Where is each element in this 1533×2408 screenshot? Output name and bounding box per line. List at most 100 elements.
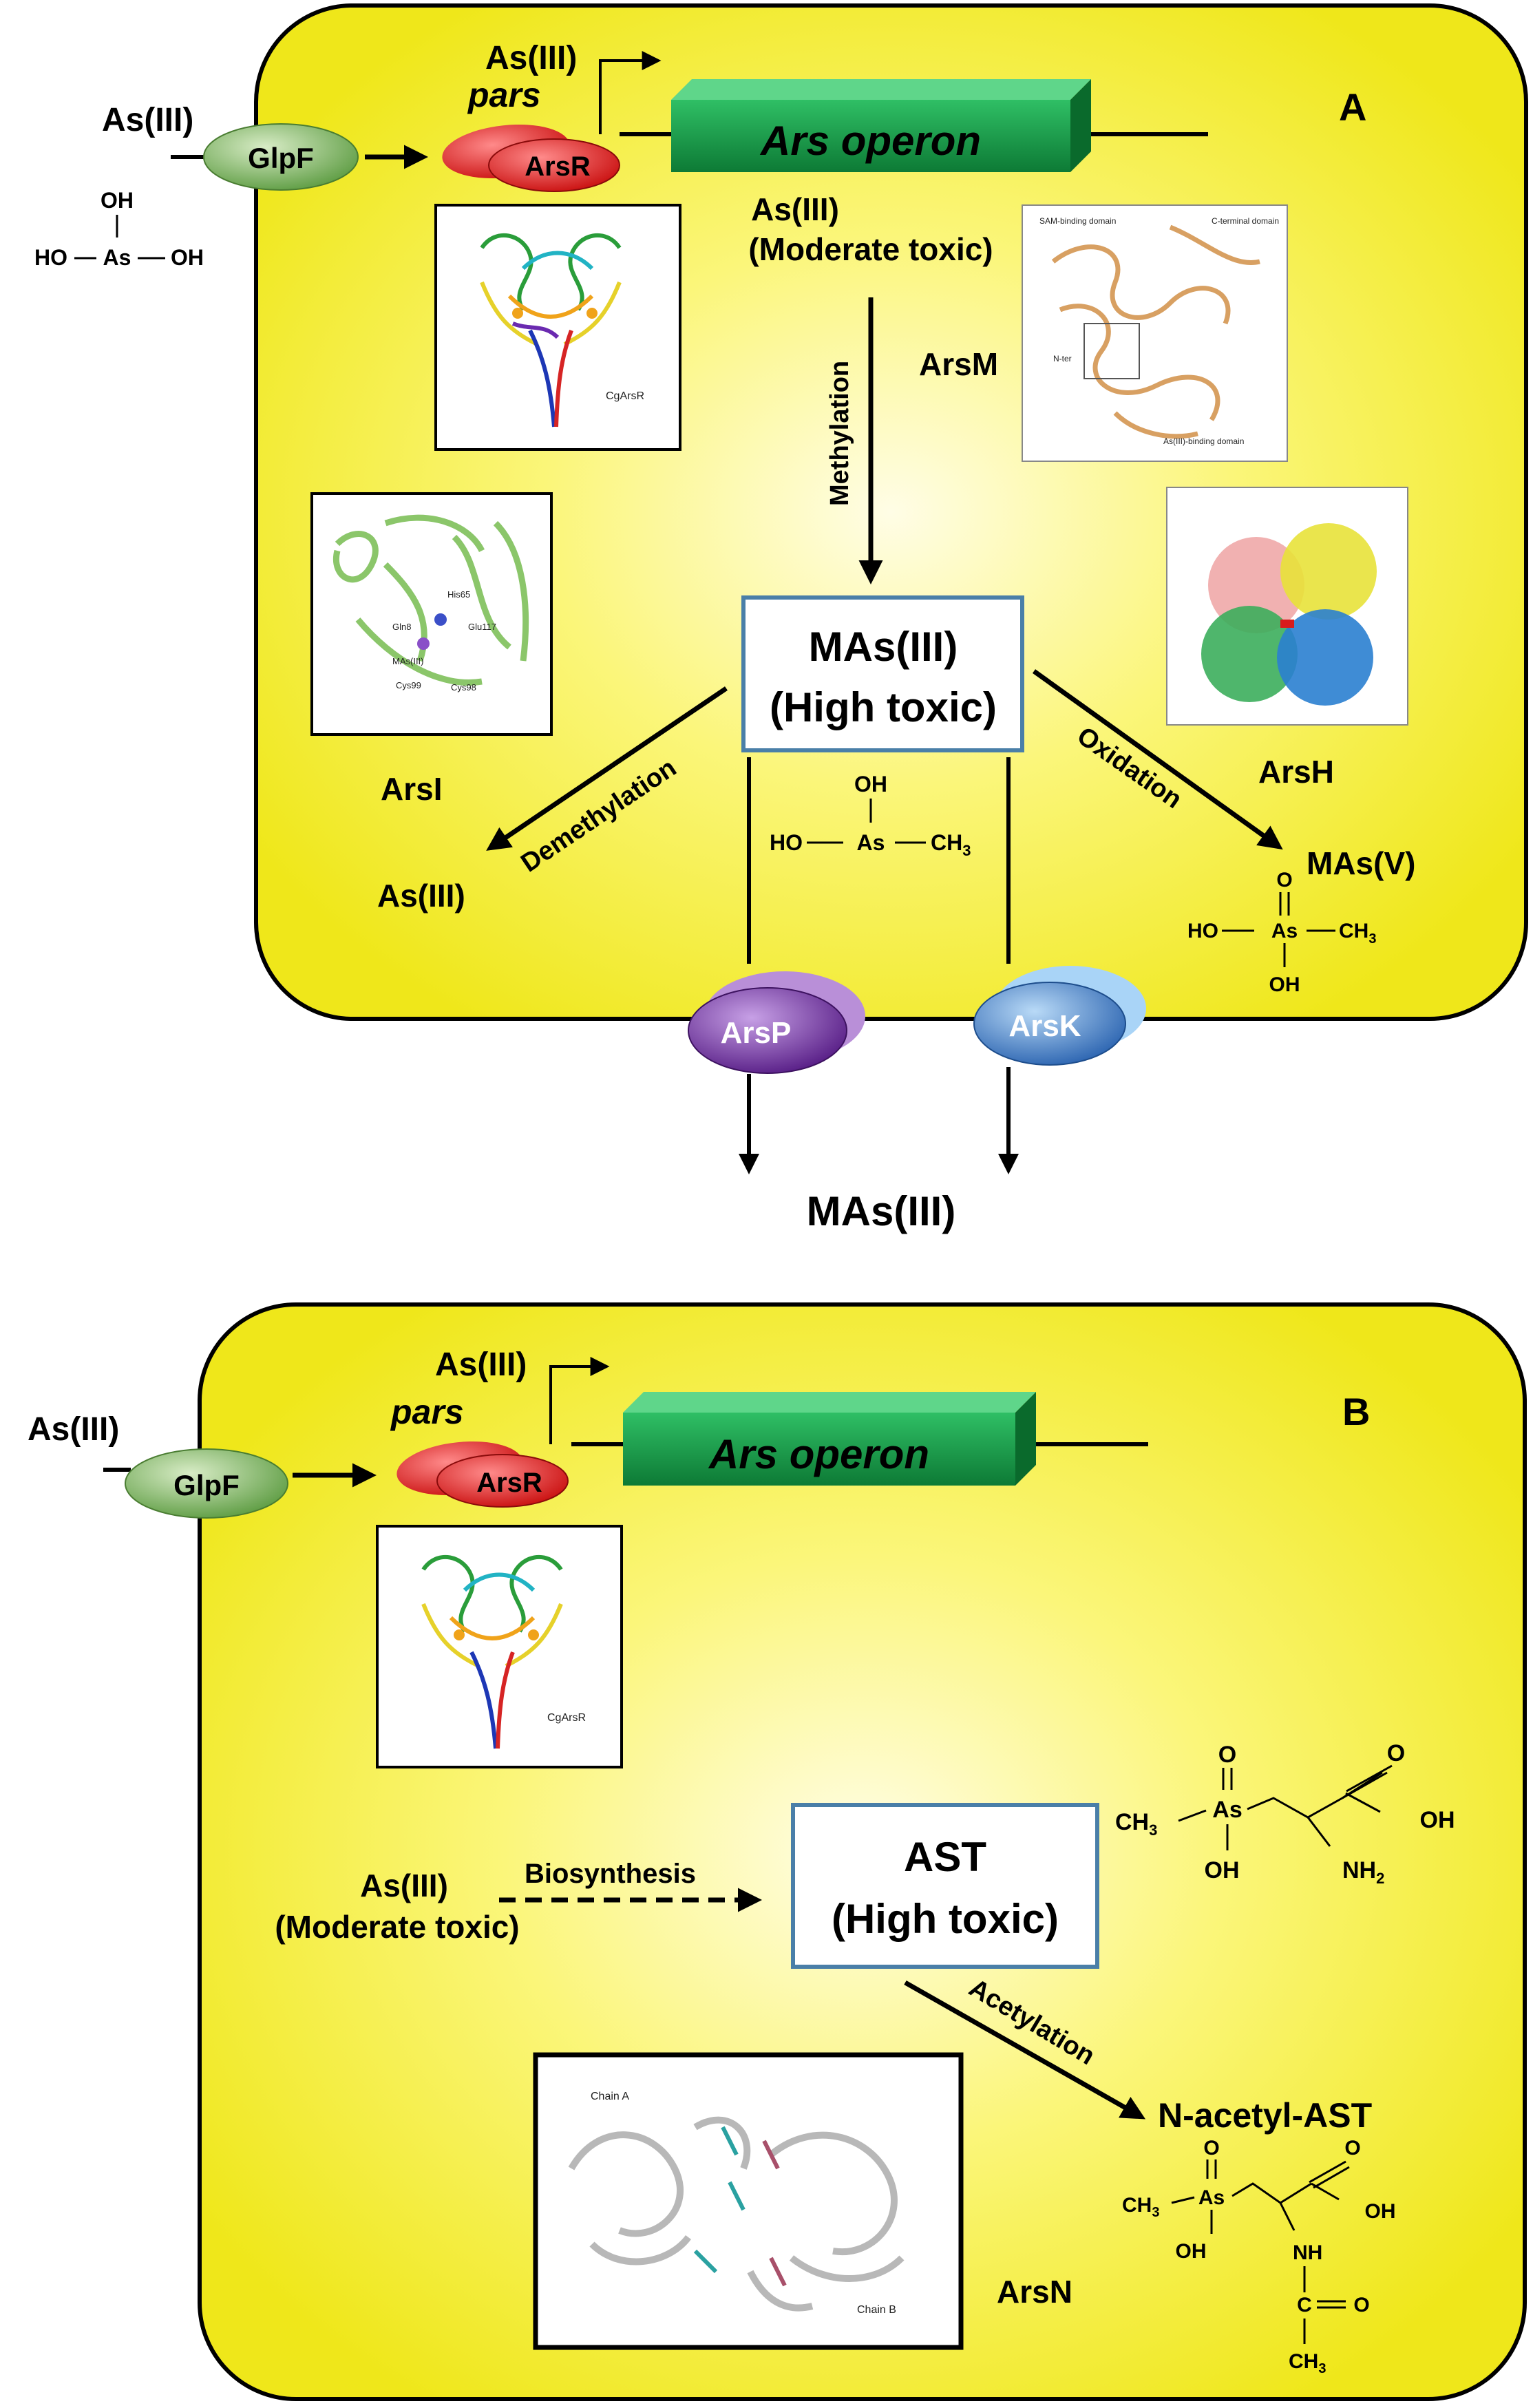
nacetyl-ast-structure: O CH3 As OH O OH NH C O CH3 [1122, 2137, 1396, 2376]
mas-label: MAs(III) [809, 624, 958, 670]
arsenite-structure-a: OH HO As OH [34, 188, 204, 270]
ast-ch3: CH3 [1115, 1809, 1157, 1839]
panel-a-letter: A [1339, 85, 1366, 129]
ast-cooh-oh: OH [1420, 1807, 1455, 1833]
ast-nh: NH [1342, 1857, 1376, 1883]
arsi-res-his: His65 [447, 589, 470, 600]
arsi-res-cys98: Cys98 [451, 682, 476, 693]
nac-ch-b: CH [1289, 2350, 1318, 2373]
panel-b-letter: B [1342, 1390, 1370, 1433]
ars-operon-b: Ars operon [623, 1392, 1036, 1486]
nac-oh: OH [1176, 2240, 1207, 2263]
arsm-label: ArsM [919, 346, 998, 382]
panel-a: A As(III) pars ArsR Ars operon As(III) G… [34, 3, 1528, 1234]
chem-ho-left: HO [34, 245, 67, 270]
nac-sub3: 3 [1152, 2205, 1159, 2220]
as-in-label-b: As(III) [28, 1411, 119, 1448]
glpf-label-b: GlpF [173, 1469, 240, 1501]
demethylation-arrow [486, 686, 728, 851]
masv-sub3: 3 [1368, 931, 1376, 947]
promoter-as-label-b: As(III) [435, 1346, 527, 1383]
ast-cooh-o: O [1387, 1740, 1405, 1766]
arsk-label: ArsK [1008, 1009, 1081, 1043]
mas-v-label: MAs(V) [1307, 845, 1415, 881]
masv-ho: HO [1187, 920, 1218, 942]
ast-o: O [1218, 1742, 1236, 1768]
masv-ch: CH [1339, 920, 1368, 942]
nac-ch3-bottom: CH3 [1289, 2350, 1326, 2376]
ast-label: AST [904, 1834, 986, 1880]
arsk-transporter: ArsK [973, 966, 1146, 1066]
arsh-structure-image [1166, 487, 1408, 726]
oxidation-arrow [1032, 669, 1283, 850]
arsm-domain-sam: SAM-binding domain [1039, 216, 1116, 226]
cgarsr-structure-image-b: CgArsR [376, 1525, 623, 1768]
ars-operon-a: Ars operon [671, 79, 1091, 172]
arsp-transporter: ArsP [688, 971, 865, 1074]
ast-as: As [1212, 1797, 1242, 1823]
nac-c: C [1297, 2294, 1312, 2316]
ast-sub2: 2 [1376, 1870, 1384, 1887]
arsi-res-mas: MAs(III) [392, 656, 424, 666]
chain-a-label: Chain A [591, 2091, 629, 2102]
ast-nh2: NH2 [1342, 1857, 1384, 1887]
mas3-oh: OH [854, 772, 887, 796]
nac-ch3: CH3 [1122, 2194, 1159, 2220]
arsm-domain-cterm: C-terminal domain [1212, 216, 1279, 226]
nac-nh: NH [1293, 2241, 1322, 2264]
nac-sub3-b: 3 [1318, 2361, 1326, 2376]
cgarsr-label-a: CgArsR [606, 390, 644, 402]
ast-toxic-label: (High toxic) [832, 1896, 1059, 1942]
chem-as: As [103, 245, 131, 270]
promoter-arrow-a [599, 51, 662, 134]
mas3-sub3: 3 [962, 842, 971, 859]
arsh-label: ArsH [1258, 754, 1334, 790]
src-toxic-label-b: (Moderate toxic) [275, 1909, 519, 1945]
ast-structure: O CH3 As OH O OH NH2 [1115, 1740, 1455, 1887]
arsn-label: ArsN [997, 2274, 1072, 2310]
mas-out-label: MAs(III) [807, 1188, 956, 1234]
glpf-channel-b: GlpF [125, 1448, 288, 1519]
masv-oh: OH [1269, 973, 1300, 996]
arsr-label-a: ArsR [525, 151, 591, 182]
mas3-as: As [857, 830, 885, 855]
ast-oh: OH [1205, 1857, 1240, 1883]
arsp-label: ArsP [721, 1016, 792, 1050]
nac-c-o: O [1353, 2294, 1369, 2316]
glpf-label-a: GlpF [248, 142, 314, 174]
ast-ch: CH [1115, 1809, 1149, 1835]
chem-oh-right: OH [171, 245, 204, 270]
operon-label-a: Ars operon [759, 118, 981, 164]
operon-label-b: Ars operon [708, 1431, 929, 1477]
pars-label-a: pars [467, 76, 541, 114]
masv-ch3: CH3 [1339, 920, 1376, 947]
arsi-structure-image: His65 Gln8 Glu117 MAs(III) Cys99 Cys98 [310, 492, 553, 736]
acetylation-arrow [904, 1980, 1146, 2120]
mas-toxic-label: (High toxic) [770, 684, 997, 730]
glpf-channel-a: GlpF [203, 123, 359, 191]
nac-ch: CH [1122, 2194, 1152, 2217]
mas3-ch3: CH3 [931, 830, 971, 859]
mas3-ho: HO [770, 830, 803, 855]
cgarsr-label-b: CgArsR [547, 1712, 586, 1724]
moderate-as-label-a: As(III) [751, 191, 839, 227]
promoter-arrow-b [549, 1357, 610, 1444]
arsr-protein-b: ArsR [397, 1441, 569, 1508]
methylation-label: Methylation [825, 361, 854, 506]
nac-cooh-oh: OH [1365, 2200, 1396, 2223]
arsr-protein-a: ArsR [442, 124, 620, 192]
nacetyl-ast-label: N-acetyl-AST [1158, 2096, 1372, 2135]
arsi-res-gln: Gln8 [392, 622, 411, 632]
chem-oh-top: OH [101, 188, 134, 213]
mas-v-structure: O HO As CH3 OH [1187, 869, 1376, 996]
src-as-label-b: As(III) [360, 1868, 448, 1903]
arsm-domain-nter: N-ter [1053, 354, 1072, 363]
arsm-structure-image: SAM-binding domain C-terminal domain N-t… [1022, 204, 1288, 462]
arsn-structure-image: Chain A Chain B [533, 2052, 964, 2350]
cgarsr-structure-image-a: CgArsR [434, 204, 681, 451]
biosynthesis-label: Biosynthesis [525, 1859, 696, 1889]
demethylated-as-label: As(III) [377, 878, 465, 913]
as-in-label-a: As(III) [102, 102, 193, 138]
mas-high-toxic-box: MAs(III) (High toxic) [741, 595, 1024, 752]
